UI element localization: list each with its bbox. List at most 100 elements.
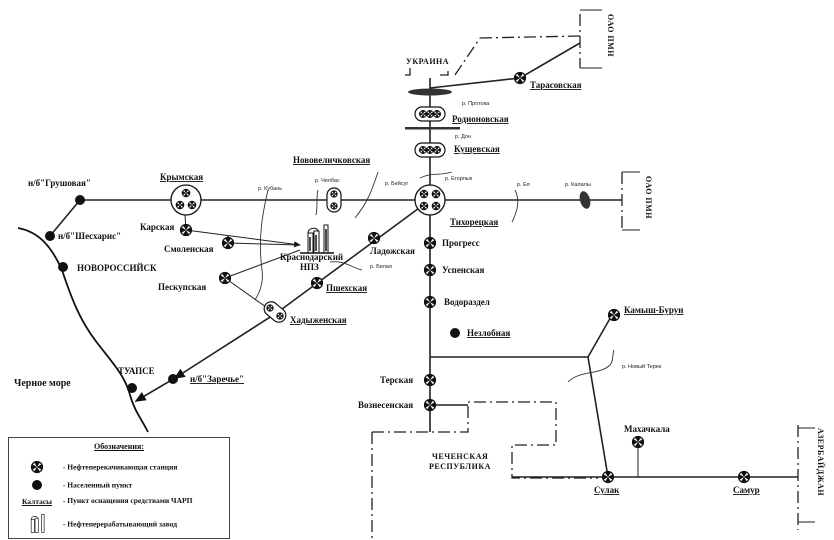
river-belaya-crossing [329,261,363,271]
legend-item-charp: Калтасы - Пункт оснащения средствами ЧАР… [21,496,193,506]
river-marsh-east [579,191,591,209]
label-sulak[interactable]: Сулак [594,485,620,495]
station-tarasovskaya-icon[interactable] [513,71,527,85]
label-refinery-1: Краснодарский [280,252,343,262]
azerbaijan-bracket [798,427,815,523]
label-novorossiysk[interactable]: НОВОРОССИЙСК [77,263,157,273]
city-novorossiysk-icon[interactable] [58,262,68,272]
river-beysug-crossing [354,171,379,219]
label-ooo-pmn-mid: ОАО ПМН [644,176,653,219]
station-ladozhskaya-icon[interactable] [367,231,381,245]
label-karskaya[interactable]: Карская [140,222,174,232]
station-krymskaya-icon[interactable] [170,184,202,216]
label-sheskharis[interactable]: н/б"Шесхарис" [58,231,121,241]
river-don [405,127,460,130]
label-smolenskaya[interactable]: Смоленская [164,244,214,254]
station-pshekhskaya-icon[interactable] [310,276,324,290]
station-novovelichkovskaya-icon[interactable] [326,187,342,213]
river-chelbas-crossing [315,189,319,216]
river-kuban-crossing [254,189,269,301]
label-terskaya[interactable]: Терская [380,375,413,385]
legend-title: Обозначения: [94,442,144,451]
station-kushchevskaya-icon[interactable] [414,142,446,158]
station-uspenskaya-icon[interactable] [423,263,437,277]
chechnya-border [371,401,598,540]
pipeline-grushovaya-sheskharis [49,199,81,237]
pipeline-zarechye-tuapse [134,377,176,402]
terminal-grushovaya-icon[interactable] [75,195,85,205]
station-peskupskaya-icon[interactable] [218,271,232,285]
label-nezlobnaya[interactable]: Незлобная [467,328,510,338]
label-river-kuban: р. Кубань [258,186,282,192]
label-makhachkala[interactable]: Махачкала [624,424,670,434]
label-river-novy-terek: р. Новый Терек [622,363,662,370]
label-krymskaya[interactable]: Крымская [160,172,203,182]
label-river-protoka: р. Протока [462,101,490,107]
terminal-zarechye-icon[interactable] [168,374,178,384]
label-novovelichkovskaya[interactable]: Нововеличковская [293,155,370,165]
station-samur-icon[interactable] [737,470,751,484]
label-river-chelbas: р. Челбас [315,178,340,184]
label-river-don: р. Дон [455,134,471,140]
label-black-sea: Черное море [14,378,71,389]
legend: Обозначения: - Нефтеперекачивающая станц… [8,437,230,539]
river-yeya-crossing [511,189,519,223]
legend-item-settlement: - Населенный пункт [13,478,132,494]
label-uspenskaya[interactable]: Успенская [442,265,485,275]
label-river-beysug: р. Бейсуг [385,180,408,187]
pump-station-icon [30,460,44,474]
pipeline-sulak [587,356,609,478]
label-river-ea-upper: р. Егорлык [445,176,473,182]
station-karskaya-icon[interactable] [179,223,193,237]
label-tarasovskaya[interactable]: Тарасовская [530,80,582,90]
label-rodionovskaya[interactable]: Родионовская [452,114,509,124]
label-ukraine: УКРАИНА [406,57,449,66]
label-zarechye[interactable]: н/б"Заречье" [190,374,244,384]
label-peskupskaya[interactable]: Пескупская [158,282,206,292]
station-makhachkala-icon[interactable] [631,435,645,449]
label-river-belaya: р. Белая [370,264,392,270]
station-terskaya-icon[interactable] [423,373,437,387]
river-upper-crossing [419,171,453,179]
label-river-yeya: р. Ея [517,182,530,188]
station-voznesenskaya-icon[interactable] [423,398,437,412]
station-sulak-icon[interactable] [601,470,615,484]
station-nezlobnaya-icon[interactable] [450,328,460,338]
station-smolenskaya-icon[interactable] [221,236,235,250]
label-kamysh-burun[interactable]: Камыш-Бурун [624,305,683,315]
label-vodorazdel[interactable]: Водораздел [444,297,490,307]
terminal-sheskharis-icon[interactable] [45,231,55,241]
station-rodionovskaya-icon[interactable] [414,106,446,122]
label-khadyzhenskaya[interactable]: Хадыженская [290,315,347,325]
settlement-icon [32,480,42,490]
label-kushchevskaya[interactable]: Кущевская [454,144,500,154]
pipeline-tuapse [173,199,431,379]
station-tikhoretskaya-icon[interactable] [414,184,446,216]
refinery-icon[interactable] [300,224,334,254]
ooo-pmn-mid-bracket [622,171,640,231]
label-azerbaijan: АЗЕРБАЙДЖАН [816,428,825,496]
label-tuapse[interactable]: ТУАПСЕ [118,366,155,376]
station-kamysh-burun-icon[interactable] [607,308,621,322]
ooo-pmn-top-bracket [580,9,602,69]
label-grushovaya[interactable]: н/б"Грушовая" [28,178,91,188]
coastline [17,227,149,433]
label-pshekhskaya[interactable]: Пшехская [326,283,367,293]
label-progress[interactable]: Прогресс [442,238,480,248]
label-chechnya-1: ЧЕЧЕНСКАЯ [432,452,488,461]
label-samur[interactable]: Самур [733,485,760,495]
station-khadyzhenskaya-icon[interactable] [261,299,288,325]
river-protoka-marsh [408,88,452,96]
station-progress-icon[interactable] [423,236,437,250]
label-ladozhskaya[interactable]: Ладожская [370,246,415,256]
river-novy-terek-crossing [567,349,615,383]
label-tikhoretskaya[interactable]: Тихорецкая [450,217,498,227]
pipeline-karskaya [184,214,300,245]
legend-item-refinery: - Нефтеперерабатывающий завод [13,513,177,536]
station-vodorazdel-icon[interactable] [423,295,437,309]
label-voznesenskaya[interactable]: Вознесенская [358,400,413,410]
ukraine-border [405,10,581,76]
label-river-kalaly: р. Калалы [565,182,591,188]
refinery-icon [30,513,45,533]
city-tuapse-icon[interactable] [127,383,137,393]
